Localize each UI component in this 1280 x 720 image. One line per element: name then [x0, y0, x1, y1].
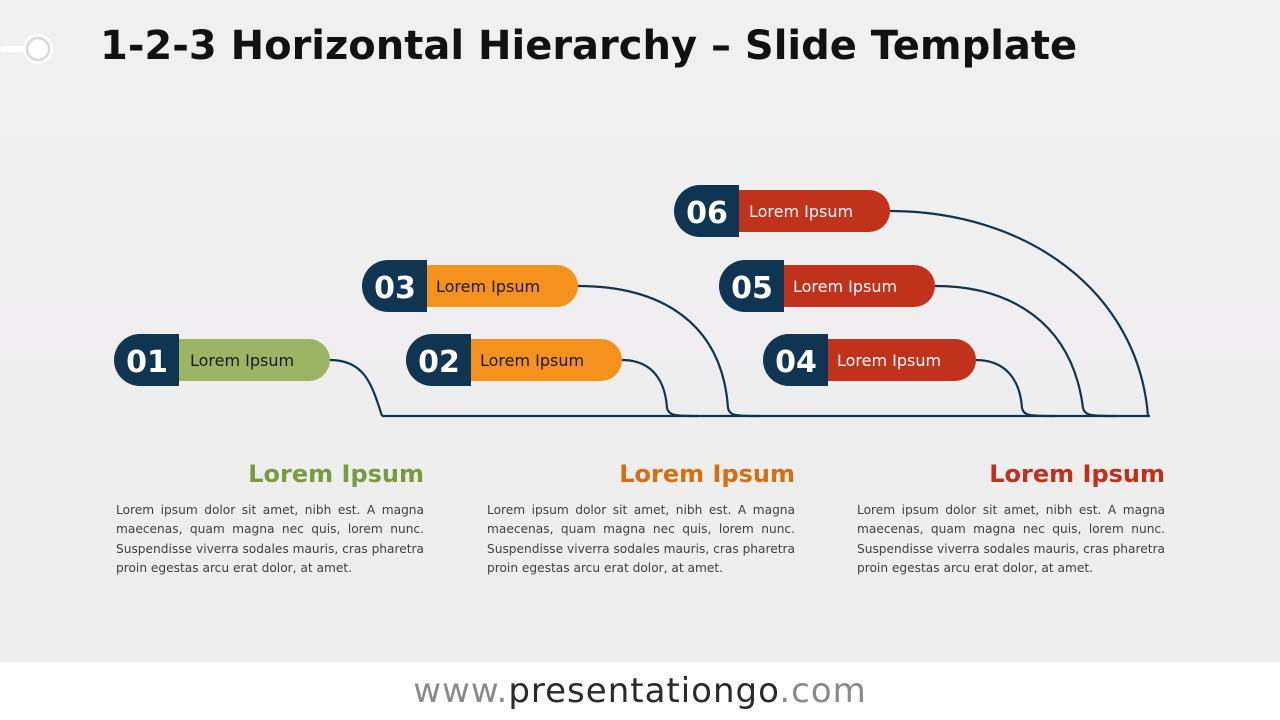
pill-label-04: Lorem Ipsum: [837, 351, 941, 370]
pill-label-06: Lorem Ipsum: [749, 202, 853, 221]
item-06: 06 Lorem Ipsum: [674, 185, 890, 237]
footer-url-suffix: .com: [779, 671, 867, 711]
column-1-heading: Lorem Ipsum: [248, 460, 424, 488]
pill-label-05: Lorem Ipsum: [793, 277, 897, 296]
slide-canvas: [0, 0, 1280, 662]
pill-05: [755, 265, 935, 307]
item-03: 03 Lorem Ipsum: [362, 260, 578, 312]
badge-number-02: 02: [418, 345, 460, 380]
column-3: Lorem Ipsum Lorem ipsum dolor sit amet, …: [857, 455, 1165, 579]
connector-01: [329, 358, 384, 417]
pill-label-01: Lorem Ipsum: [190, 351, 294, 370]
connector-lines: [329, 209, 1150, 418]
item-02: 02 Lorem Ipsum: [406, 334, 622, 386]
badge-number-03: 03: [374, 271, 416, 306]
column-3-text: Lorem ipsum dolor sit amet, nibh est. A …: [857, 503, 1165, 576]
connector-06: [889, 209, 1150, 417]
pill-03: [398, 265, 578, 307]
hierarchy-diagram: 01 Lorem Ipsum 02 Lorem Ipsum 03 Lorem I…: [114, 185, 1150, 418]
pill-06: [710, 190, 890, 232]
column-2-text: Lorem ipsum dolor sit amet, nibh est. A …: [487, 503, 795, 576]
badge-number-05: 05: [731, 271, 773, 306]
column-1-text: Lorem ipsum dolor sit amet, nibh est. A …: [116, 503, 424, 576]
connector-02: [621, 358, 699, 418]
pill-label-03: Lorem Ipsum: [436, 277, 540, 296]
item-05: 05 Lorem Ipsum: [719, 260, 935, 312]
item-01: 01 Lorem Ipsum: [114, 334, 330, 386]
pill-04: [798, 339, 976, 381]
footer-url-domain: presentationgo: [508, 671, 780, 711]
badge-number-01: 01: [126, 345, 168, 380]
logo-key-icon: [0, 34, 53, 64]
column-3-heading: Lorem Ipsum: [989, 460, 1165, 488]
footer-url[interactable]: www.presentationgo.com: [413, 671, 867, 711]
column-2: Lorem Ipsum Lorem ipsum dolor sit amet, …: [487, 455, 795, 579]
pill-label-02: Lorem Ipsum: [480, 351, 584, 370]
pill-02: [442, 339, 622, 381]
column-2-heading: Lorem Ipsum: [619, 460, 795, 488]
column-1: Lorem Ipsum Lorem ipsum dolor sit amet, …: [116, 455, 424, 579]
item-04: 04 Lorem Ipsum: [763, 334, 976, 386]
badge-number-06: 06: [686, 196, 728, 231]
connector-04: [975, 358, 1056, 418]
footer-url-prefix: www.: [413, 671, 509, 711]
page-title: 1-2-3 Horizontal Hierarchy – Slide Templ…: [100, 23, 1078, 69]
badge-number-04: 04: [775, 345, 817, 380]
pill-01: [150, 339, 330, 381]
footer: www.presentationgo.com: [0, 662, 1280, 720]
